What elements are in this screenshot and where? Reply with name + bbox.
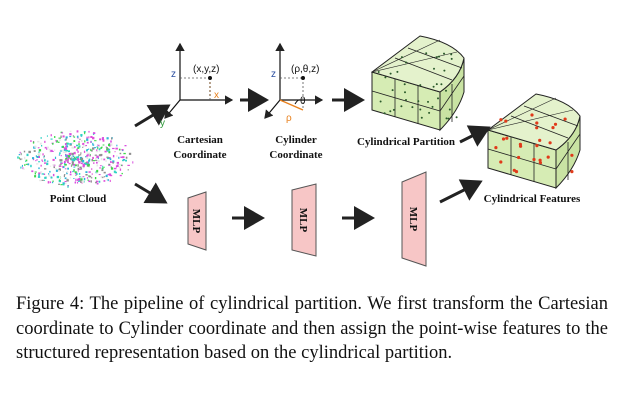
- mlp-block-3: MLP: [401, 171, 427, 267]
- figure-caption: Figure 4: The pipeline of cylindrical pa…: [16, 294, 608, 363]
- cylindrical-partition-diagram: [370, 35, 465, 132]
- cartesian-axes-diagram: [164, 42, 234, 119]
- cylinder-rho-label: ρ: [286, 113, 292, 124]
- cartesian-point-label: (x,y,z): [193, 64, 219, 75]
- mlp-block-2: MLP: [291, 183, 317, 257]
- mlp-label-3: MLP: [407, 207, 419, 232]
- cylinder-point-label: (ρ,θ,z): [291, 64, 319, 75]
- cartesian-label-line2: Coordinate: [173, 149, 226, 161]
- cartesian-x-label: x: [214, 90, 219, 101]
- arrow-mlp-3-to-features: [439, 179, 483, 204]
- cartesian-y-label: y: [160, 118, 165, 129]
- mlp-block-1: MLP: [187, 191, 207, 251]
- cylindrical-features-diagram: [486, 93, 581, 190]
- point-cloud-label: Point Cloud: [50, 193, 107, 205]
- cylinder-theta-label: θ: [300, 96, 306, 107]
- pipeline-figure: Point Cloud z y x (x,y,z) Cartesian Coor…: [17, 35, 581, 267]
- cylinder-label-line1: Cylinder: [275, 134, 317, 146]
- point-cloud-image: [17, 130, 134, 188]
- cartesian-z-label: z: [171, 69, 176, 80]
- arrow-to-features: [459, 125, 491, 147]
- cartesian-label-line1: Cartesian: [177, 134, 223, 146]
- mlp-label-2: MLP: [297, 208, 309, 233]
- cylinder-label-line2: Coordinate: [269, 149, 322, 161]
- mlp-label-1: MLP: [190, 209, 202, 234]
- cylinder-axes-diagram: [264, 42, 324, 119]
- cylindrical-partition-label: Cylindrical Partition: [357, 136, 455, 148]
- arrow-to-mlp-1: [134, 182, 168, 204]
- cylinder-z-label: z: [271, 69, 276, 80]
- arrow-to-cartesian: [134, 104, 171, 128]
- cylindrical-features-label: Cylindrical Features: [484, 193, 581, 205]
